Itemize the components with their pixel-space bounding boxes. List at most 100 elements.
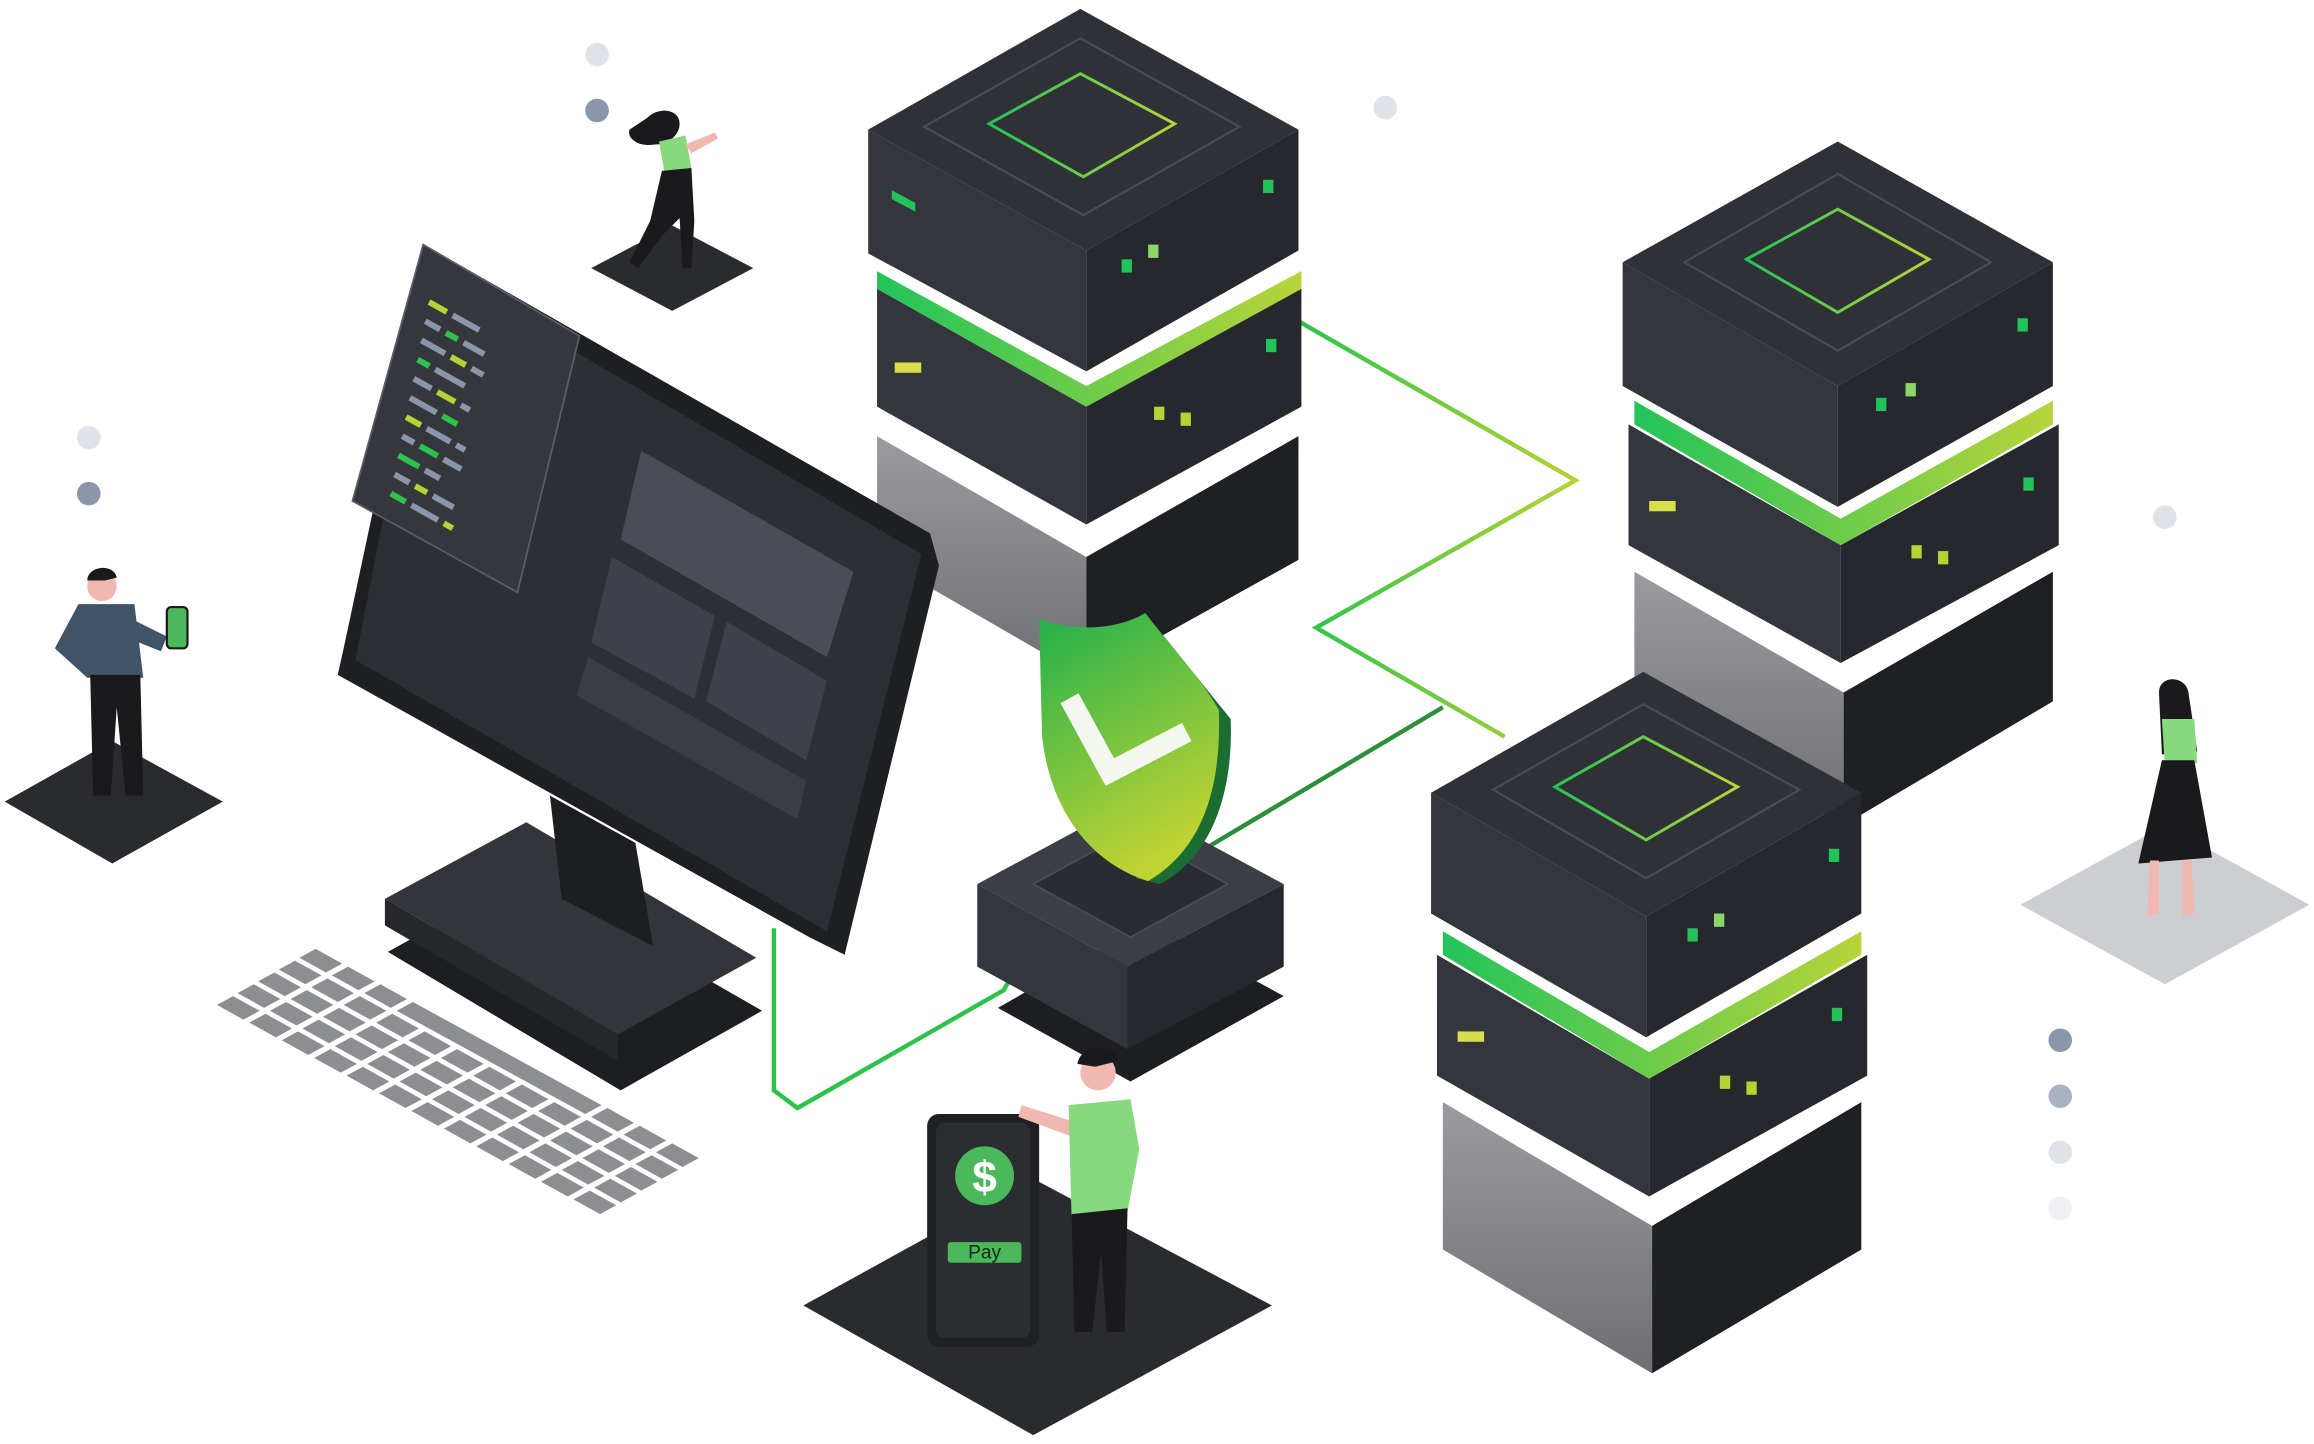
code-line [389, 491, 407, 505]
person-torso [2161, 719, 2198, 767]
keyboard-key [582, 1149, 626, 1173]
server-top [1431, 671, 1862, 917]
decorative-dot [76, 481, 101, 506]
floor-tile [591, 225, 754, 311]
keyboard-key [573, 1190, 617, 1215]
server-top [868, 8, 1299, 251]
code-line [444, 330, 460, 342]
keyboard-key [408, 1031, 452, 1056]
keyboard-key [323, 1007, 366, 1032]
code-line [413, 483, 429, 496]
server-unit-lower [1628, 424, 1841, 664]
code-line [397, 452, 421, 470]
server-unit-upper [1086, 129, 1299, 372]
keyboard-key [570, 1119, 614, 1144]
decorative-dot [2048, 1084, 2073, 1109]
keyboard-key [387, 1043, 431, 1067]
keyboard-key [314, 1049, 357, 1073]
keyboard-key [505, 1084, 549, 1109]
pay-button-label: Pay [968, 1242, 1001, 1263]
keyboard-key [281, 1031, 325, 1056]
pay-button[interactable] [947, 1242, 1022, 1263]
server-base [1652, 1102, 1862, 1374]
shield-face [1039, 612, 1220, 882]
connection-line [1297, 319, 1580, 739]
code-line [431, 493, 456, 511]
server-light [1263, 179, 1274, 194]
code-line [423, 467, 442, 481]
decorative-dot [76, 425, 101, 450]
server-light [1154, 406, 1165, 420]
server-light [1180, 412, 1191, 426]
keyboard-key [379, 1084, 422, 1109]
code-line [409, 502, 440, 523]
server-unit-upper [1646, 792, 1862, 1038]
code-line [442, 520, 455, 531]
keyboard-key [302, 1019, 346, 1044]
keyboard-key [623, 1125, 667, 1150]
monitor-stand-base [384, 898, 618, 1061]
server-top-inset [1490, 703, 1802, 880]
keyboard-key [311, 978, 354, 1002]
connection-line [1208, 705, 1444, 848]
server-glow-band [1442, 931, 1862, 1079]
keyboard-key [538, 1102, 581, 1126]
keyboard-key [591, 1108, 634, 1132]
decorative-dot [1373, 95, 1398, 120]
code-line [454, 442, 467, 453]
person-legs [2147, 860, 2195, 917]
server-light [1148, 244, 1159, 258]
keyboard-key [399, 1072, 443, 1097]
keyboard-key [473, 1066, 517, 1091]
code-line [418, 443, 440, 459]
keyboard-key [290, 990, 334, 1014]
person-paying [1018, 1047, 1140, 1333]
decorative-dot [585, 98, 609, 123]
server-light [1713, 913, 1725, 927]
code-line [404, 414, 423, 428]
server-light [1457, 1031, 1485, 1042]
server-light [1831, 1007, 1843, 1022]
keyboard-key [367, 1055, 410, 1079]
code-line [435, 389, 457, 405]
server-light [2017, 318, 2028, 332]
monitor-ui-panel [576, 657, 807, 820]
code-line [459, 402, 472, 413]
person-standing [2138, 679, 2213, 917]
monitor-stand-neck [549, 795, 654, 946]
desktop-monitor [337, 243, 939, 1091]
code-window [351, 243, 581, 594]
keyboard-key [331, 966, 375, 991]
payment-phone: $ Pay [927, 1113, 1040, 1347]
code-line [425, 425, 452, 445]
keyboard-key [541, 1172, 584, 1197]
person-legs [1071, 1208, 1128, 1333]
server-light [1911, 545, 1922, 559]
keyboard-key [237, 984, 281, 1008]
person-legs [90, 674, 144, 796]
person-with-phone [54, 567, 189, 796]
server-unit-lower [877, 288, 1087, 525]
monitor-stand-base [384, 822, 757, 1035]
decorative-dot [2153, 505, 2177, 529]
server-unit-upper [1622, 262, 1838, 507]
person-torso [54, 604, 144, 678]
code-line [451, 312, 481, 333]
server-top-emblem [1551, 735, 1741, 842]
keyboard-key [496, 1125, 540, 1150]
keyboard-key [299, 948, 343, 973]
server-light [1121, 259, 1132, 273]
code-line [400, 433, 416, 446]
keyboard-key [602, 1137, 646, 1162]
keyboard-key [334, 1037, 378, 1061]
person-torso [658, 135, 692, 174]
keyboard-key [561, 1161, 605, 1185]
person-hair [1077, 1047, 1119, 1067]
keyboard-key [635, 1155, 679, 1179]
pedestal-side [1127, 884, 1284, 1050]
keyboard-key [614, 1166, 658, 1191]
server-light [1905, 383, 1916, 397]
server-unit-upper [1431, 792, 1647, 1038]
server-top-inset [921, 37, 1242, 217]
